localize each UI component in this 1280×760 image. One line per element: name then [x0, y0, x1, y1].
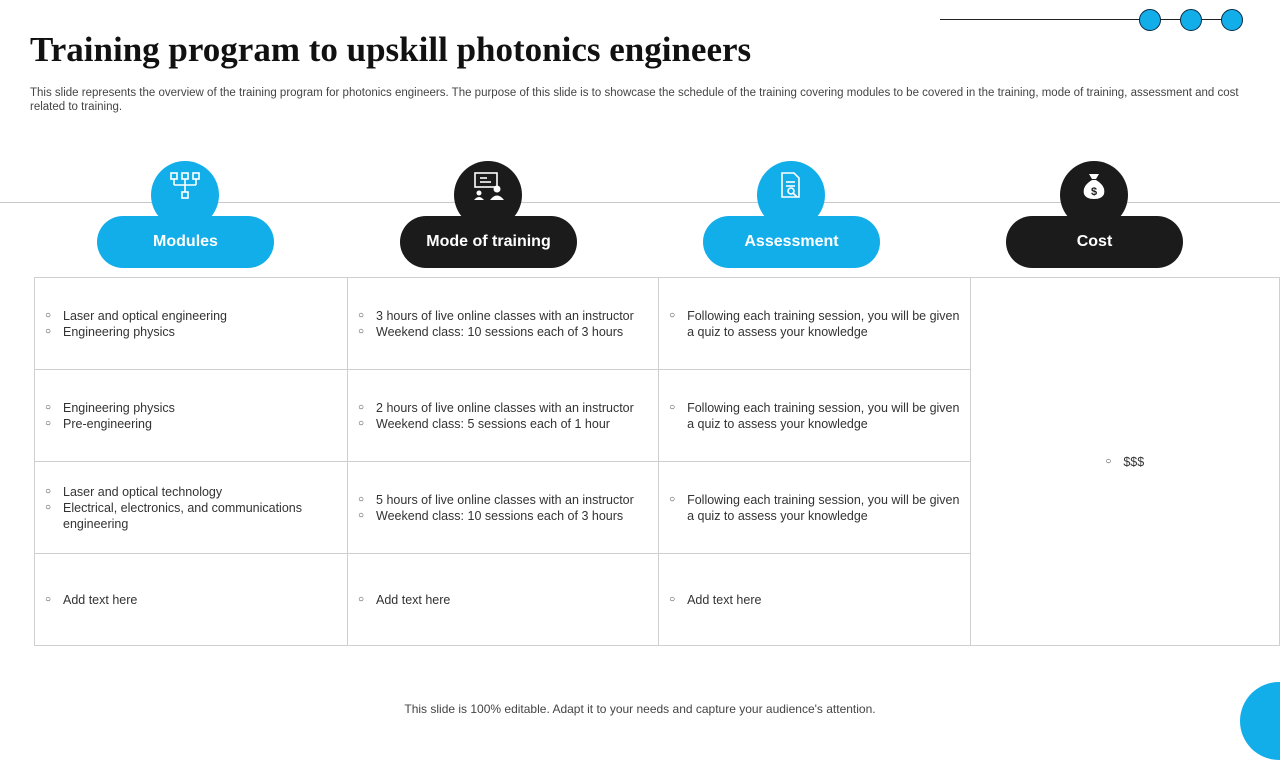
- mode-cell: Add text here: [347, 553, 660, 646]
- assessment-cell: Add text here: [658, 553, 971, 646]
- modules-cell: Add text here: [33, 553, 349, 646]
- list-item: Pre-engineering: [45, 416, 337, 432]
- cost-cell: $$$: [969, 277, 1280, 646]
- page-subtitle: This slide represents the overview of th…: [30, 87, 1239, 113]
- list-item: Weekend class: 5 sessions each of 1 hour: [358, 416, 648, 432]
- list-item: Following each training session, you wil…: [669, 400, 959, 432]
- decorative-dot: [1180, 9, 1202, 31]
- list-item: Electrical, electronics, and communicati…: [45, 500, 337, 532]
- footer-note: This slide is 100% editable. Adapt it to…: [404, 702, 876, 716]
- list-item: Add text here: [45, 592, 337, 608]
- assessment-cell: Following each training session, you wil…: [658, 277, 971, 370]
- list-item: Add text here: [358, 592, 648, 608]
- mode-cell: 2 hours of live online classes with an i…: [347, 369, 660, 462]
- modules-cell: Laser and optical engineering Engineerin…: [33, 277, 349, 370]
- list-item: Weekend class: 10 sessions each of 3 hou…: [358, 324, 648, 340]
- list-item: Weekend class: 10 sessions each of 3 hou…: [358, 508, 648, 524]
- mode-of-training-header: Mode of training: [400, 216, 577, 268]
- cost-header: Cost: [1006, 216, 1183, 268]
- list-item: $$$: [1105, 454, 1144, 470]
- list-item: 3 hours of live online classes with an i…: [358, 308, 648, 324]
- assessment-header: Assessment: [703, 216, 880, 268]
- list-item: Laser and optical technology: [45, 484, 337, 500]
- mode-cell: 5 hours of live online classes with an i…: [347, 461, 660, 554]
- modules-header: Modules: [97, 216, 274, 268]
- list-item: Engineering physics: [45, 324, 337, 340]
- list-item: 5 hours of live online classes with an i…: [358, 492, 648, 508]
- decorative-dot: [1221, 9, 1243, 31]
- decorative-line: [940, 19, 1240, 20]
- table-row: Laser and optical engineering Engineerin…: [33, 277, 1280, 646]
- table-row: Add text here Add text here Add text her…: [33, 553, 1280, 646]
- list-item: Following each training session, you wil…: [669, 492, 959, 524]
- list-item: Laser and optical engineering: [45, 308, 337, 324]
- modules-cell: Engineering physics Pre-engineering: [33, 369, 349, 462]
- list-item: Add text here: [669, 592, 959, 608]
- decorative-dot: [1139, 9, 1161, 31]
- divider-line: [0, 202, 1280, 203]
- assessment-cell: Following each training session, you wil…: [658, 369, 971, 462]
- decorative-corner-circle: [1240, 682, 1280, 760]
- page-title: Training program to upskill photonics en…: [30, 30, 752, 69]
- svg-text:$: $: [1091, 186, 1097, 198]
- list-item: Engineering physics: [45, 400, 337, 416]
- modules-cell: Laser and optical technology Electrical,…: [33, 461, 349, 554]
- training-table: Laser and optical engineering Engineerin…: [33, 277, 1280, 646]
- table-row: Engineering physics Pre-engineering 2 ho…: [33, 369, 1280, 462]
- list-item: Following each training session, you wil…: [669, 308, 959, 340]
- mode-cell: 3 hours of live online classes with an i…: [347, 277, 660, 370]
- list-item: 2 hours of live online classes with an i…: [358, 400, 648, 416]
- assessment-cell: Following each training session, you wil…: [658, 461, 971, 554]
- table-row: Laser and optical technology Electrical,…: [33, 461, 1280, 554]
